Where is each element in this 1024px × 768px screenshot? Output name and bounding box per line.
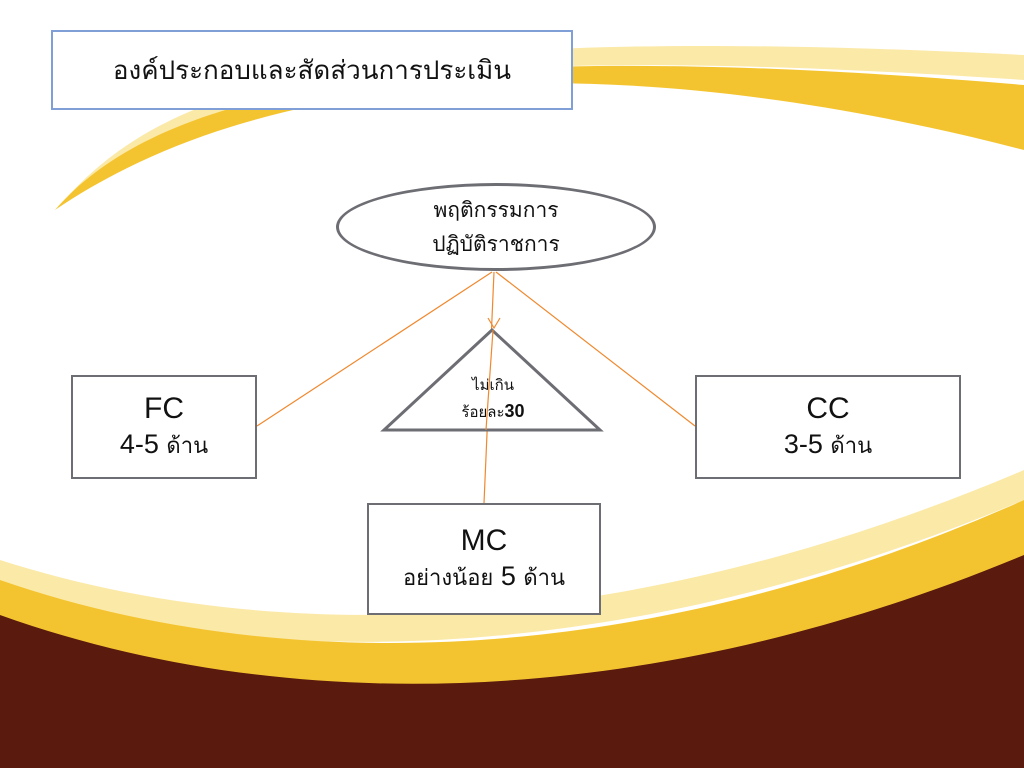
cc-range: 3-5 bbox=[784, 429, 823, 459]
fc-range: 4-5 bbox=[120, 429, 159, 459]
fc-unit: ด้าน bbox=[166, 434, 208, 459]
triangle-label-value: 30 bbox=[505, 401, 525, 421]
center-node-line2: ปฏิบัติราชการ bbox=[432, 227, 560, 261]
mc-prefix: อย่างน้อย bbox=[403, 566, 493, 591]
mc-node: MC อย่างน้อย 5 ด้าน bbox=[367, 503, 601, 615]
triangle-label-prefix: ร้อยละ bbox=[461, 403, 504, 421]
cc-range-line: 3-5 ด้าน bbox=[784, 427, 872, 464]
mc-range: 5 bbox=[501, 561, 516, 591]
cc-code: CC bbox=[806, 391, 849, 427]
triangle-label-line1: ไม่เกิน bbox=[430, 372, 556, 398]
triangle-label: ไม่เกิน ร้อยละ30 bbox=[430, 372, 556, 425]
mc-code: MC bbox=[461, 523, 508, 559]
title-box: องค์ประกอบและสัดส่วนการประเมิน bbox=[51, 30, 573, 110]
fc-node: FC 4-5 ด้าน bbox=[71, 375, 257, 479]
cc-unit: ด้าน bbox=[830, 434, 872, 459]
fc-code: FC bbox=[144, 391, 184, 427]
fc-range-line: 4-5 ด้าน bbox=[120, 427, 208, 464]
center-node-ellipse: พฤติกรรมการ ปฏิบัติราชการ bbox=[336, 183, 656, 271]
mc-unit: ด้าน bbox=[523, 566, 565, 591]
mc-range-line: อย่างน้อย 5 ด้าน bbox=[403, 559, 565, 596]
cc-node: CC 3-5 ด้าน bbox=[695, 375, 961, 479]
page-title: องค์ประกอบและสัดส่วนการประเมิน bbox=[113, 50, 511, 91]
center-node-line1: พฤติกรรมการ bbox=[433, 193, 558, 227]
triangle-label-line2: ร้อยละ30 bbox=[430, 398, 556, 425]
